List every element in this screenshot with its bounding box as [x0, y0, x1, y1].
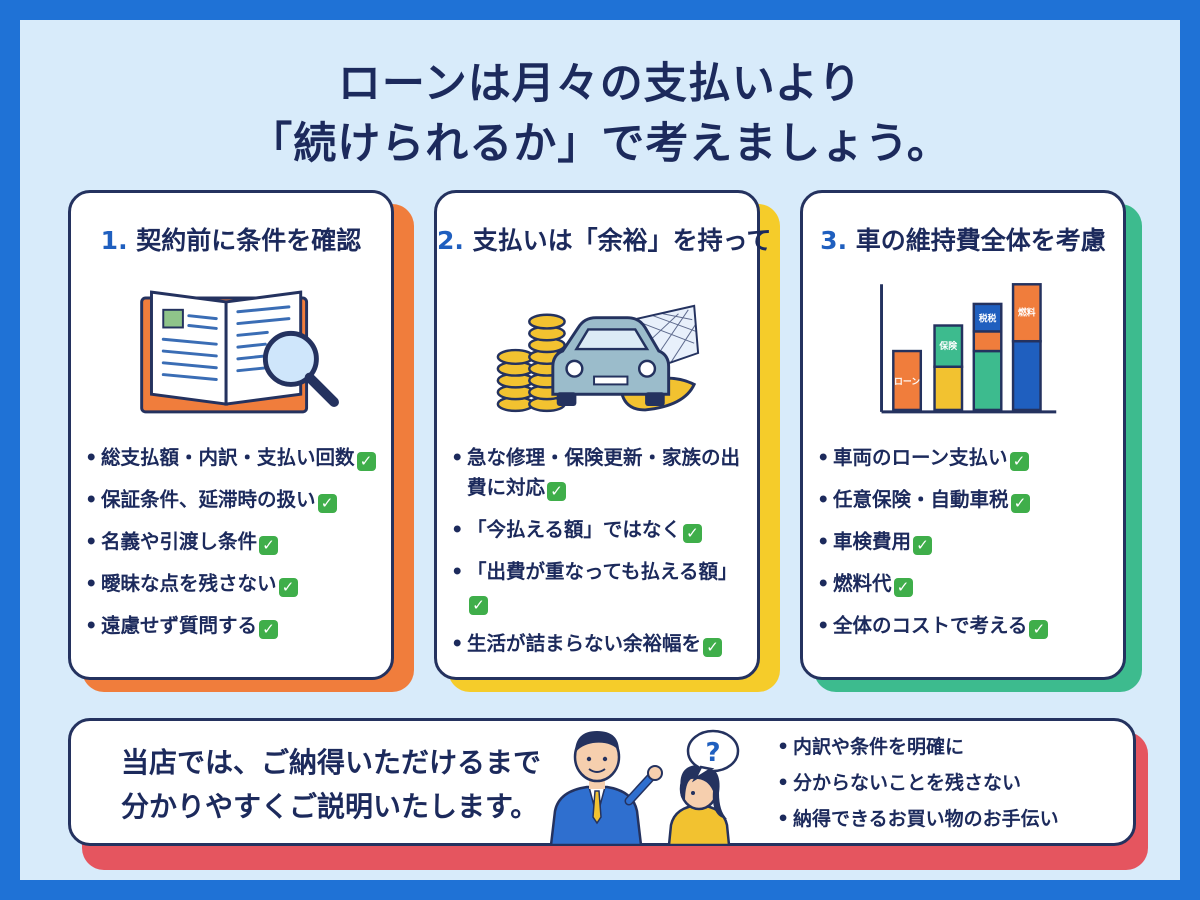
list-item: 燃料代✓	[817, 569, 1117, 599]
bar-label-loan: ローン	[894, 377, 920, 387]
car-coins-cushion-icon	[496, 304, 700, 413]
bar-insurance-top	[933, 324, 964, 368]
check-icon: ✓	[278, 578, 298, 597]
open-book-magnifier-icon	[140, 290, 339, 414]
card-number: 2.	[437, 226, 464, 255]
store-message-banner: 当店では、ご納得いただけるまで 分かりやすくご説明いたします。 ? 内訳	[68, 718, 1136, 846]
bar-loan	[892, 349, 923, 412]
card-heading-text: 支払いは「余裕」を持って	[472, 226, 772, 255]
list-item: 納得できるお買い物のお手伝い	[777, 805, 1059, 833]
list-item: 生活が詰まらない余裕幅を✓	[451, 629, 751, 659]
card-heading: 2. 支払いは「余裕」を持って	[437, 221, 771, 257]
title-line-1: ローンは月々の支払いより	[337, 59, 863, 109]
list-item: 車検費用✓	[817, 527, 1117, 557]
stacked-cost-chart-icon: ローン 保険 税税 燃料	[880, 283, 1057, 414]
list-item: 「出費が重なっても払える額」✓	[451, 557, 751, 617]
check-icon: ✓	[1029, 620, 1049, 639]
check-icon: ✓	[682, 524, 702, 543]
check-icon: ✓	[317, 494, 337, 513]
card-body: 1. 契約前に条件を確認	[68, 190, 394, 680]
list-item: 内訳や条件を明確に	[777, 733, 1059, 761]
card-number: 1.	[100, 226, 128, 255]
list-item: 曖昧な点を残さない✓	[85, 569, 385, 599]
card-contract-check: 1. 契約前に条件を確認	[68, 190, 414, 692]
card-checklist: 総支払額・内訳・支払い回数✓ 保証条件、延滞時の扱い✓ 名義や引渡し条件✓ 曖昧…	[85, 443, 385, 653]
list-item: 車両のローン支払い✓	[817, 443, 1117, 473]
list-item: 保証条件、延滞時の扱い✓	[85, 485, 385, 515]
card-body: 2. 支払いは「余裕」を持って	[434, 190, 771, 680]
bar-label-fuel: 燃料	[1018, 307, 1036, 319]
check-icon: ✓	[547, 482, 567, 501]
check-icon: ✓	[893, 578, 913, 597]
bar-fuel-base	[1011, 339, 1042, 412]
banner-message-line-2: 分かりやすくご説明いたします。	[121, 790, 539, 823]
bar-fuel-top	[1011, 283, 1042, 343]
card-heading-text: 契約前に条件を確認	[136, 226, 362, 255]
list-item: 「今払える額」ではなく✓	[451, 515, 751, 545]
bar-label-insurance: 保険	[938, 340, 957, 352]
poster-frame: ローンは月々の支払いより 「続けられるか」で考えましょう。 1. 契約前に条件を…	[20, 20, 1180, 880]
card-maintenance-cost: 3. 車の維持費全体を考慮 ローン 保険	[800, 190, 1142, 692]
list-item: 名義や引渡し条件✓	[85, 527, 385, 557]
bar-tax-mid	[972, 330, 1003, 353]
list-item: 遠慮せず質問する✓	[85, 611, 385, 641]
list-item: 急な修理・保険更新・家族の出費に対応✓	[451, 443, 751, 503]
bar-tax-base	[972, 349, 1003, 412]
card-payment-margin: 2. 支払いは「余裕」を持って	[434, 190, 780, 692]
list-item: 全体のコストで考える✓	[817, 611, 1117, 641]
card-heading: 1. 契約前に条件を確認	[71, 221, 391, 257]
bar-label-tax: 税税	[979, 313, 997, 325]
page-title: ローンは月々の支払いより 「続けられるか」で考えましょう。	[20, 54, 1180, 174]
banner-message-line-1: 当店では、ご納得いただけるまで	[121, 746, 542, 779]
check-icon: ✓	[1009, 452, 1029, 471]
title-line-2: 「続けられるか」で考えましょう。	[249, 119, 951, 169]
check-icon: ✓	[259, 536, 279, 555]
check-icon: ✓	[1010, 494, 1030, 513]
bar-insurance-base	[933, 365, 964, 412]
staff-customer-illustration: ?	[549, 729, 740, 845]
banner-message: 当店では、ご納得いただけるまで 分かりやすくご説明いたします。	[121, 741, 541, 829]
card-checklist: 車両のローン支払い✓ 任意保険・自動車税✓ 車検費用✓ 燃料代✓ 全体のコストで…	[817, 443, 1117, 653]
card-checklist: 急な修理・保険更新・家族の出費に対応✓ 「今払える額」ではなく✓ 「出費が重なっ…	[451, 443, 751, 671]
card-heading: 3. 車の維持費全体を考慮	[803, 221, 1123, 257]
bar-tax-top	[972, 302, 1003, 333]
list-item: 総支払額・内訳・支払い回数✓	[85, 443, 385, 473]
list-item: 任意保険・自動車税✓	[817, 485, 1117, 515]
list-item: 分からないことを残さない	[777, 769, 1059, 797]
question-mark-icon: ?	[705, 738, 720, 768]
card-heading-text: 車の維持費全体を考慮	[855, 226, 1106, 255]
check-icon: ✓	[703, 638, 723, 657]
banner-checklist: 内訳や条件を明確に 分からないことを残さない 納得できるお買い物のお手伝い	[777, 733, 1059, 841]
card-body: 3. 車の維持費全体を考慮 ローン 保険	[800, 190, 1126, 680]
check-icon: ✓	[913, 536, 933, 555]
check-icon: ✓	[356, 452, 376, 471]
check-icon: ✓	[259, 620, 279, 639]
card-number: 3.	[820, 226, 848, 255]
check-icon: ✓	[469, 596, 488, 615]
